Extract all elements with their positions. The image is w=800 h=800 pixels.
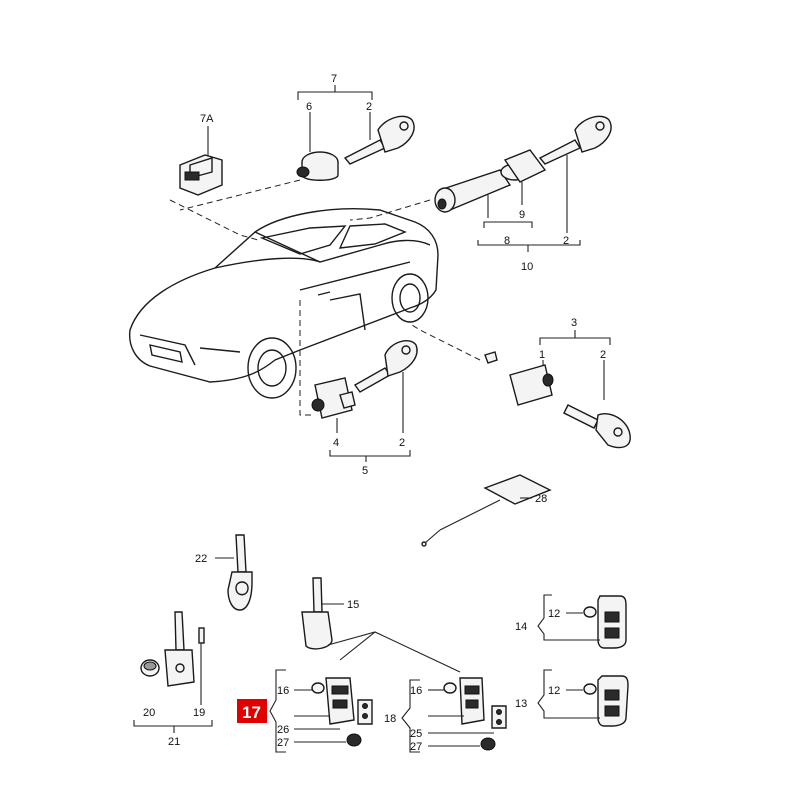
label-8: 8 <box>504 235 510 247</box>
label-14: 14 <box>515 621 527 633</box>
group-21-brackets <box>133 720 213 733</box>
leader-15-to-17 <box>339 631 376 661</box>
label-13: 13 <box>515 698 527 710</box>
label-5: 5 <box>362 465 368 477</box>
label-12: 12 <box>548 685 560 697</box>
door-lock-cylinder-4 <box>311 377 356 419</box>
remote-fob-14 <box>597 595 627 649</box>
label-22: 22 <box>195 553 207 565</box>
label-12: 12 <box>548 608 560 620</box>
label-2: 2 <box>563 235 569 247</box>
key-2-top <box>343 115 415 165</box>
brace-17 <box>269 669 286 753</box>
group-5-brackets <box>329 372 411 462</box>
key-2-trunk <box>538 115 612 165</box>
battery-12b <box>583 683 597 695</box>
label-18: 18 <box>384 713 396 725</box>
brace-18 <box>401 679 420 753</box>
label-2: 2 <box>399 437 405 449</box>
group-7-brackets <box>297 85 373 152</box>
label-16: 16 <box>277 685 289 697</box>
label-1: 1 <box>539 349 545 361</box>
dash-6-car <box>179 179 301 211</box>
label-20: 20 <box>143 707 155 719</box>
dash-7a-car <box>169 199 259 241</box>
label-25: 25 <box>410 728 422 740</box>
lock-cylinder-6 <box>296 151 339 181</box>
group-10-brackets <box>477 155 581 252</box>
label-27: 27 <box>410 741 422 753</box>
label-27: 27 <box>277 737 289 749</box>
label-17-highlight: 17 <box>242 703 261 722</box>
car-illustration <box>128 208 439 399</box>
remote-key-housing-18 <box>443 677 507 751</box>
switch-7a <box>179 154 223 196</box>
key-2-right <box>563 404 631 449</box>
remote-key-housing-17 <box>311 677 373 747</box>
label-7a: 7A <box>200 113 214 125</box>
highlight-box-17 <box>237 699 267 723</box>
brace-14 <box>537 594 552 641</box>
dash-trunk-car <box>349 199 431 221</box>
key-2-middle <box>353 340 418 393</box>
key-22 <box>227 534 253 611</box>
battery-20 <box>140 659 160 677</box>
label-9: 9 <box>519 209 525 221</box>
label-4: 4 <box>333 437 339 449</box>
door-lock-cylinder-1 <box>484 351 554 406</box>
brace-13 <box>537 669 552 719</box>
label-3: 3 <box>571 317 577 329</box>
label-19: 19 <box>193 707 205 719</box>
label-15: 15 <box>347 599 359 611</box>
remote-fob-13 <box>597 675 629 727</box>
label-6: 6 <box>306 101 312 113</box>
leader-15-to-18 <box>327 631 461 673</box>
label-26: 26 <box>277 724 289 736</box>
label-21: 21 <box>168 736 180 748</box>
pin-19 <box>198 627 205 705</box>
label-28: 28 <box>535 493 547 505</box>
label-10: 10 <box>521 261 533 273</box>
antenna-card-28 <box>421 474 552 547</box>
label-16: 16 <box>410 685 422 697</box>
trunk-lock-assembly <box>434 149 547 213</box>
key-21 <box>164 611 195 687</box>
label-2: 2 <box>366 101 372 113</box>
dash-right-car <box>411 324 481 361</box>
label-7: 7 <box>331 73 337 85</box>
dash-door-car <box>299 300 312 416</box>
label-2: 2 <box>600 349 606 361</box>
battery-12a <box>583 606 597 618</box>
key-15 <box>301 577 333 650</box>
